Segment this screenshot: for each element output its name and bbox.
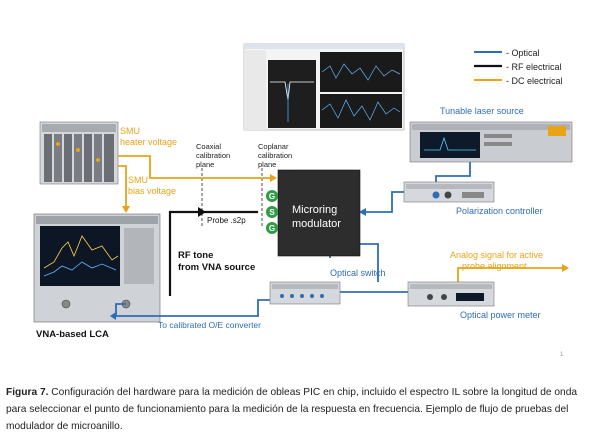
page-mark: 1 bbox=[560, 352, 564, 358]
smu-heater-label-line1: SMU bbox=[120, 126, 140, 136]
coaxial-label-line3: plane bbox=[196, 160, 214, 169]
tunable-laser-instrument bbox=[409, 121, 573, 163]
optical-oe-arrowhead bbox=[110, 312, 116, 320]
probe-s2p-label: Probe .s2p bbox=[207, 216, 246, 225]
smu-bias-label-line2: bias voltage bbox=[128, 186, 176, 196]
coaxial-label-line1: Coaxial bbox=[196, 142, 221, 151]
dc-bias-path bbox=[118, 165, 127, 206]
gsg-pad-signal bbox=[266, 206, 278, 218]
oe-converter-label: To calibrated O/E converter bbox=[158, 320, 261, 330]
legend: - Optical - RF electrical - DC electrica… bbox=[474, 48, 563, 86]
legend-optical-label: - Optical bbox=[506, 48, 540, 58]
gsg-pad-ground-bottom bbox=[266, 222, 278, 234]
analog-signal-label-line2: probe alignment bbox=[462, 261, 527, 271]
polarization-controller-label: Polarization controller bbox=[456, 206, 543, 216]
figure-caption: Figura 7. Configuración del hardware par… bbox=[6, 384, 594, 435]
coplanar-label-line1: Coplanar bbox=[258, 142, 289, 151]
modulator-label-line2: modulator bbox=[292, 218, 341, 230]
dc-heater-arrowhead bbox=[270, 174, 277, 182]
rf-tone-label-line2: from VNA source bbox=[178, 262, 255, 273]
optical-polarization-to-modulator bbox=[366, 191, 404, 213]
gsg-probe-pads: G S G bbox=[266, 190, 278, 234]
optical-modulator-arrowhead bbox=[359, 208, 366, 216]
dc-electrical-paths bbox=[118, 155, 562, 282]
optical-switch-instrument bbox=[269, 281, 341, 305]
smu-heater-label-line2: heater voltage bbox=[120, 137, 177, 147]
modulator-label-line1: Microring bbox=[292, 204, 337, 216]
microring-modulator-box bbox=[277, 169, 361, 257]
tunable-laser-label: Tunable laser source bbox=[440, 106, 524, 116]
dc-analog-arrowhead bbox=[562, 264, 569, 272]
gsg-pad-ground-top bbox=[266, 190, 278, 202]
smu-bias-label-line1: SMU bbox=[128, 175, 148, 185]
optical-power-meter-instrument bbox=[407, 281, 495, 307]
legend-dc-label: - DC electrical bbox=[506, 76, 563, 86]
rf-tone-label-line1: RF tone bbox=[178, 250, 213, 261]
rf-path-vna-to-probe bbox=[168, 210, 258, 296]
coplanar-label-line3: plane bbox=[258, 160, 276, 169]
optical-switch-to-vna bbox=[115, 299, 270, 317]
dc-heater-path bbox=[118, 155, 270, 179]
legend-rf-label: - RF electrical bbox=[506, 62, 562, 72]
vna-lca-label: VNA-based LCA bbox=[36, 329, 109, 340]
dc-bias-arrowhead bbox=[122, 206, 130, 213]
analog-signal-label-line1: Analog signal for active bbox=[450, 250, 543, 260]
coplanar-label-line2: calibration bbox=[258, 151, 292, 160]
software-screenshot bbox=[243, 43, 405, 131]
optical-switch-label: Optical switch bbox=[330, 268, 386, 278]
figure-caption-text: Configuración del hardware para la medic… bbox=[6, 387, 578, 432]
gsg-pad-signal-letter: S bbox=[269, 208, 275, 217]
gsg-pad-ground-top-letter: G bbox=[269, 192, 275, 201]
polarization-controller-instrument bbox=[403, 181, 495, 203]
dc-analog-path bbox=[457, 267, 562, 282]
coaxial-label-line2: calibration bbox=[196, 151, 230, 160]
figure-caption-label: Figura 7. bbox=[6, 387, 49, 398]
vna-instrument bbox=[33, 213, 161, 323]
optical-power-meter-label: Optical power meter bbox=[460, 310, 541, 320]
optical-laser-to-polarization bbox=[435, 162, 471, 182]
rf-arrowhead bbox=[198, 207, 206, 217]
gsg-pad-ground-bottom-letter: G bbox=[269, 224, 275, 233]
smu-mainframe bbox=[39, 121, 119, 185]
